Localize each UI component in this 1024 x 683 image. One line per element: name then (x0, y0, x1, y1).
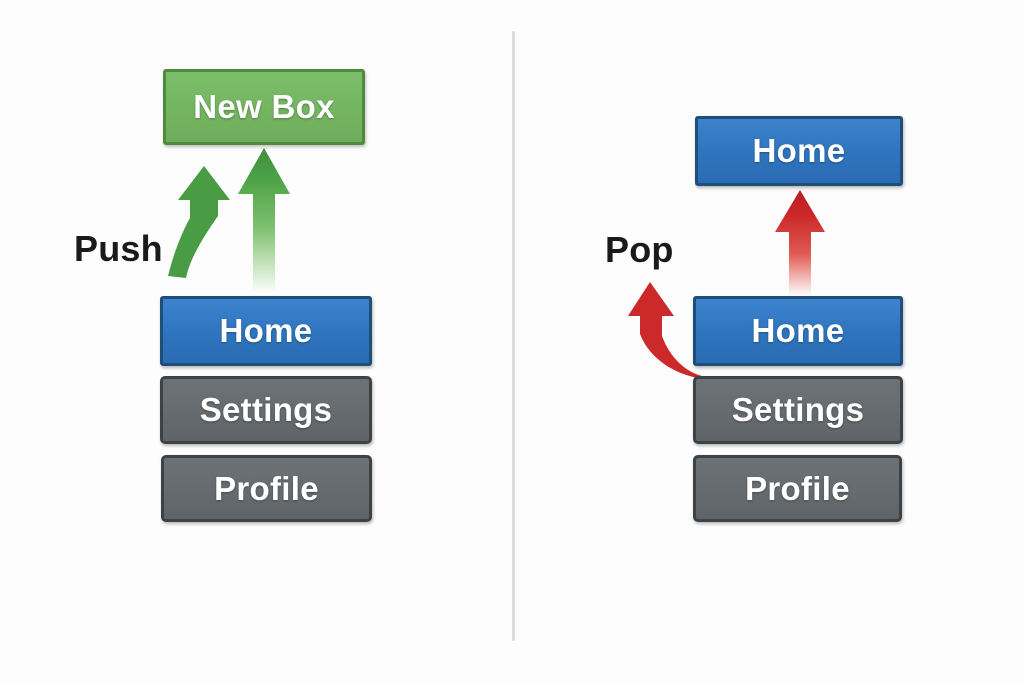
right-stack-item-profile[interactable]: Profile (693, 455, 902, 522)
pop-curved-arrow (628, 278, 706, 380)
popped-box-home[interactable]: Home (695, 116, 903, 186)
right-stack-item-profile-label: Profile (745, 469, 850, 507)
pop-label: Pop (605, 229, 674, 270)
left-stack-item-home[interactable]: Home (160, 296, 372, 366)
right-stack-item-settings[interactable]: Settings (693, 376, 903, 444)
popped-box-home-label: Home (752, 132, 846, 169)
left-stack-item-profile[interactable]: Profile (161, 455, 372, 522)
right-stack-item-home[interactable]: Home (693, 296, 903, 366)
left-stack-item-settings[interactable]: Settings (160, 376, 372, 444)
pop-straight-arrow (770, 188, 830, 298)
vertical-divider (512, 31, 515, 641)
right-stack-item-home-label: Home (751, 312, 845, 349)
right-stack-item-settings-label: Settings (731, 391, 865, 428)
left-stack-item-home-label: Home (219, 312, 313, 349)
new-box-label: New Box (193, 88, 335, 125)
left-stack-item-profile-label: Profile (214, 469, 319, 507)
push-straight-arrow (233, 146, 295, 296)
push-curved-arrow (160, 160, 240, 280)
push-label: Push (74, 228, 163, 269)
new-box-green[interactable]: New Box (163, 69, 365, 145)
left-stack-item-settings-label: Settings (199, 391, 333, 428)
